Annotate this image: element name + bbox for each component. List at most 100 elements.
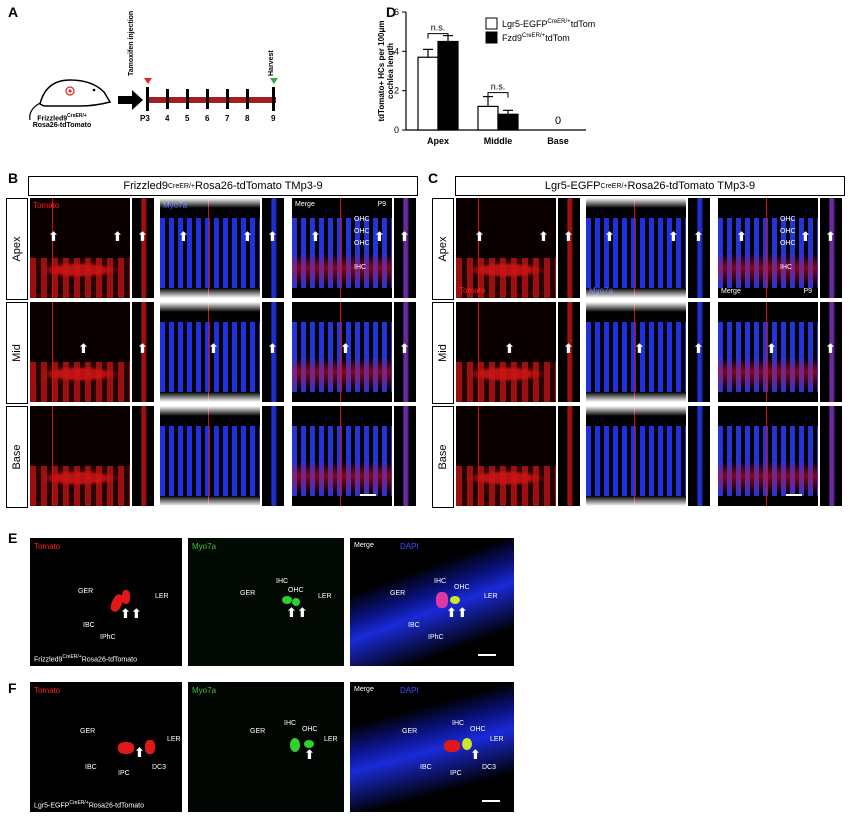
- myo-cell: [290, 738, 300, 752]
- arrow-icon: ⬆: [267, 229, 278, 244]
- section-line: [208, 198, 209, 298]
- c-tomato-image-apex: ⬆⬆Tomato: [456, 198, 556, 298]
- bar-apex-fzd9: [437, 40, 459, 131]
- section-line: [340, 406, 341, 506]
- f-myo-ihc-label: IHC: [284, 720, 297, 727]
- timeline-4: 4: [165, 114, 170, 123]
- c-myo7a-image-base: [586, 406, 686, 506]
- c-ohc-row-label: OHC: [780, 240, 796, 247]
- y-tick-label: 0: [394, 125, 399, 135]
- b-channel-label-dapi: Myo7a: [163, 201, 188, 210]
- b-orthogonal-view: ⬆: [132, 198, 154, 298]
- section-line: [208, 406, 209, 506]
- e-merge-ler-label: LER: [484, 593, 498, 600]
- arrow-icon: ⬆: [766, 341, 777, 356]
- c-ohc-row-label: OHC: [780, 216, 796, 223]
- f-merge-ohc-label: OHC: [470, 726, 486, 733]
- f-myo-image: Myo7a GER LER IHC OHC ⬆: [188, 682, 344, 812]
- arrow-icon: ⬆⬆: [120, 606, 142, 621]
- arrow-icon: ⬆: [563, 341, 574, 356]
- legend-swatch: [485, 31, 498, 44]
- e-merge-image: Merge DAPI GER LER IHC OHC ⬆⬆ IBC IPhC: [350, 538, 514, 666]
- section-line: [52, 406, 53, 506]
- arrow-icon: ⬆: [134, 745, 145, 760]
- tamoxifen-label: Tamoxifen injection: [128, 10, 135, 76]
- arrow-icon: ⬆: [825, 229, 836, 244]
- myo-cell: [282, 596, 292, 604]
- scale-bar: [360, 494, 376, 496]
- header-tail: Rosa26-tdTomato TMp3-9: [627, 180, 756, 192]
- y-axis-label: tdTomato+ HCs per 100μmcochlea length: [377, 21, 395, 122]
- x-tick-label-middle: Middle: [484, 136, 513, 146]
- arrow-icon: ⬆: [267, 341, 278, 356]
- arrow-icon: ⬆: [310, 229, 321, 244]
- strain-main: Frizzled9: [37, 115, 68, 123]
- section-line: [340, 302, 341, 402]
- strain-reporter: Rosa26-tdTomato: [32, 122, 92, 130]
- header-tail: Rosa26-tdTomato TMp3-9: [195, 180, 323, 192]
- e-merge-iphc-label: IPhC: [428, 634, 444, 641]
- b-orthogonal-view: ⬆: [262, 198, 284, 298]
- mouse-icon: [29, 78, 278, 121]
- arrow-icon: ⬆: [634, 341, 645, 356]
- c-channel-label-merge: Merge: [721, 288, 741, 295]
- c-ohc-row-label: OHC: [780, 228, 796, 235]
- header-sup: CreER/+: [600, 182, 628, 190]
- row-label-apex: Apex: [6, 198, 28, 300]
- e-myo-label: Myo7a: [192, 542, 217, 551]
- scale-bar: [478, 654, 496, 656]
- section-line: [478, 302, 479, 402]
- section-line: [478, 406, 479, 506]
- f-ler-label: LER: [167, 736, 181, 743]
- scale-bar: [786, 494, 802, 496]
- b-channel-label-tomato: Tomato: [33, 201, 60, 210]
- c-channel-label-dapi: Myo7a: [589, 286, 614, 295]
- y-tick-label: 2: [394, 86, 399, 96]
- bar-apex-lgr5: [417, 56, 439, 131]
- row-label-base-c: Base: [432, 406, 454, 508]
- arrow-icon: ⬆: [604, 229, 615, 244]
- f-merge-image: Merge DAPI GER LER IHC OHC ⬆ IBC IPC DC3: [350, 682, 514, 812]
- section-line: [478, 198, 479, 298]
- e-myo-ler-label: LER: [318, 593, 332, 600]
- f-dc3-label: DC3: [152, 764, 167, 771]
- b-orthogonal-view: ⬆: [262, 302, 284, 402]
- panel-label-b: B: [8, 170, 19, 186]
- arrow-icon: ⬆: [137, 229, 148, 244]
- arrow-icon: ⬆: [78, 341, 89, 356]
- e-merge-ger-label: GER: [390, 590, 406, 597]
- arrow-icon: ⬆: [399, 341, 410, 356]
- header-main: Lgr5-EGFP: [544, 180, 601, 192]
- b-channel-label-merge: Merge: [295, 201, 315, 208]
- f-myo-ger-label: GER: [250, 728, 266, 735]
- timeline-p3: P3: [140, 114, 150, 123]
- harvest-label: Harvest: [268, 50, 275, 76]
- arrow-icon: ⬆: [800, 229, 811, 244]
- timeline-7: 7: [225, 114, 230, 123]
- arrow-icon: ⬆: [538, 229, 549, 244]
- mouse-strain-label: Frizzled9CreER/+ Rosa26-tdTomato: [22, 113, 102, 129]
- scale-bar: [482, 800, 500, 802]
- y-tick-label: 6: [394, 7, 399, 17]
- x-tick-label-base: Base: [547, 136, 569, 146]
- base-zero-label: 0: [555, 115, 561, 127]
- e-myo-image: Myo7a GER LER IHC OHC ⬆⬆: [188, 538, 344, 666]
- e-dapi-label: DAPI: [400, 542, 419, 551]
- b-ohc-row-label: OHC: [354, 240, 370, 247]
- f-merge-ipc-label: IPC: [450, 770, 462, 777]
- e-tomato-label: Tomato: [34, 542, 61, 551]
- f-ger-label: GER: [80, 728, 96, 735]
- section-line: [340, 198, 341, 298]
- e-merge-ibc-label: IBC: [408, 622, 420, 629]
- c-myo7a-image-mid: ⬆: [586, 302, 686, 402]
- c-myo7a-image-apex: ⬆ ⬆ Myo7a: [586, 198, 686, 298]
- arrow-icon: ⬆: [208, 341, 219, 356]
- arrow-icon: ⬆: [668, 229, 679, 244]
- c-orthogonal-view: ⬆: [558, 302, 580, 402]
- row-label-base: Base: [6, 406, 28, 508]
- timeline-9: 9: [271, 114, 276, 123]
